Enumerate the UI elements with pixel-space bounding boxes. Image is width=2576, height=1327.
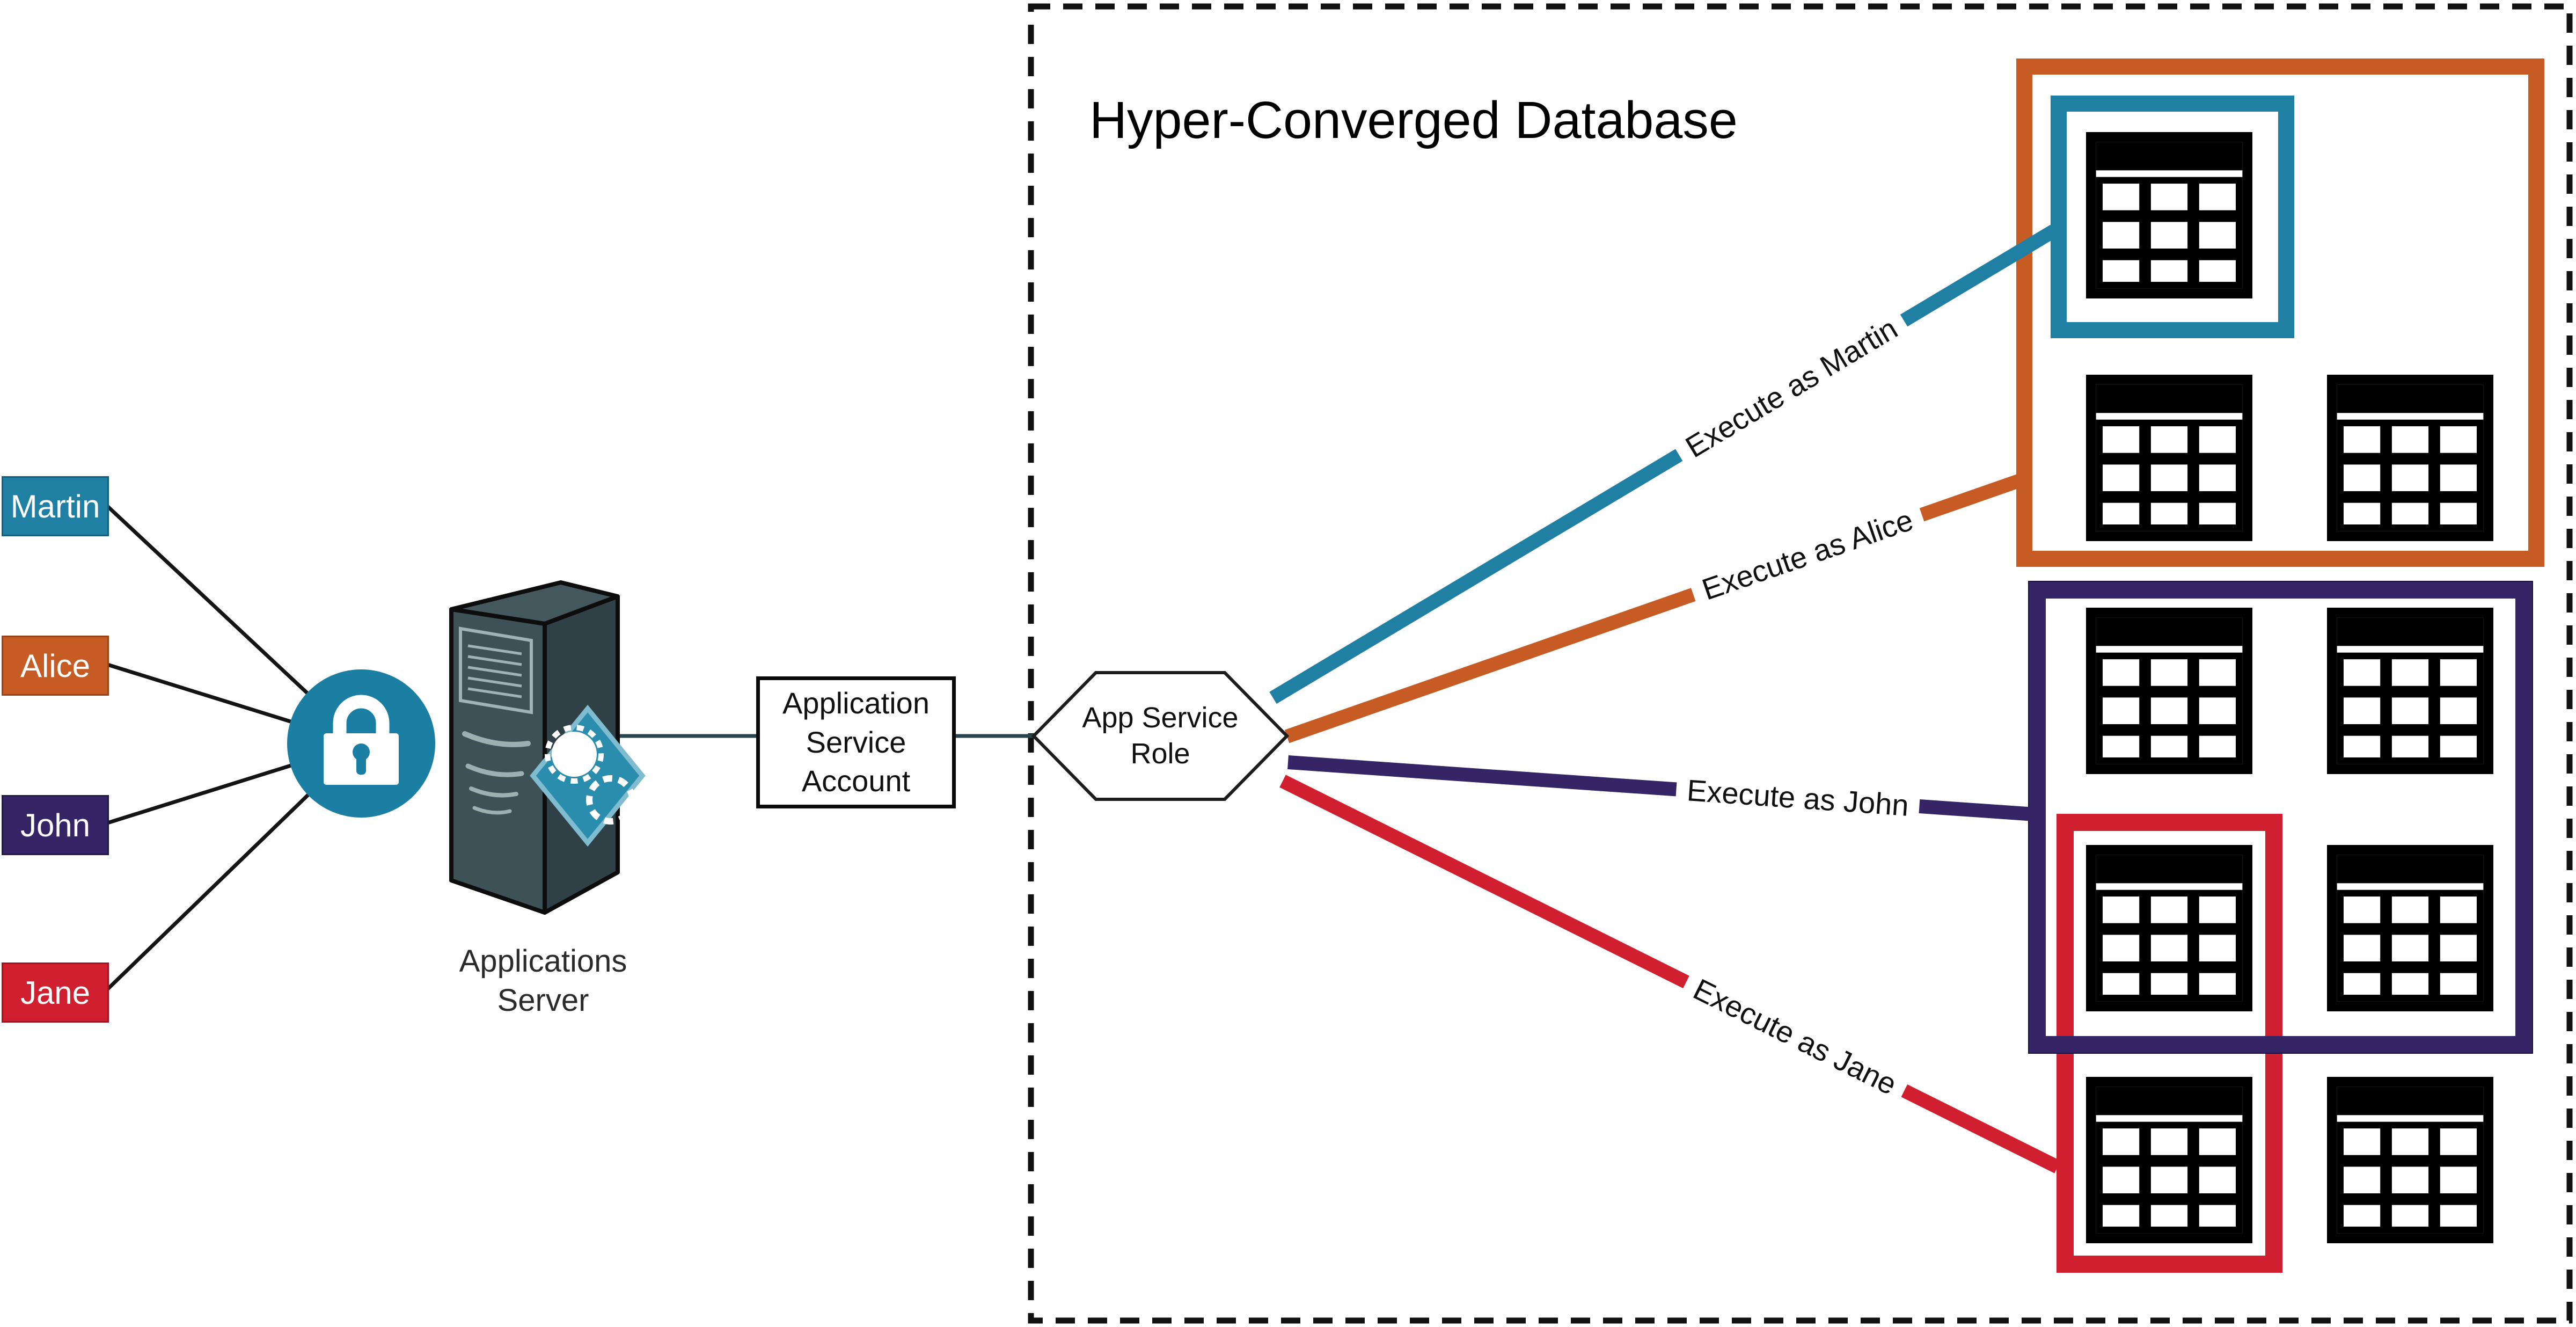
execute-line-jane bbox=[1279, 775, 2061, 1173]
database-boundary bbox=[1028, 3, 2573, 1324]
hexagon-shape bbox=[1031, 671, 1289, 801]
user-label-john: John bbox=[2, 795, 109, 855]
table-icon-red bbox=[2083, 845, 2256, 1011]
user-label-martin: Martin bbox=[2, 476, 109, 536]
gears-diamond-icon bbox=[530, 704, 646, 847]
app-service-role-label: App Service Role bbox=[1082, 701, 1239, 770]
server-tower-icon bbox=[449, 580, 646, 915]
table-icon bbox=[2324, 608, 2497, 774]
applications-server-label: Applications Server bbox=[459, 944, 627, 1018]
table-icon bbox=[2083, 375, 2256, 541]
table-icon bbox=[2324, 375, 2497, 541]
database-title: Hyper-Converged Database bbox=[1089, 91, 1738, 149]
user-label-alice: Alice bbox=[2, 636, 109, 696]
execute-line-martin bbox=[1269, 224, 2058, 704]
user-label-jane: Jane bbox=[2, 963, 109, 1023]
table-icon-martin bbox=[2083, 132, 2256, 298]
app-service-role-node: App Service Role bbox=[1031, 670, 1289, 802]
execute-line-john bbox=[1287, 755, 2036, 821]
schema-group-purple bbox=[2028, 581, 2533, 1054]
table-icon bbox=[2083, 608, 2256, 774]
lock-icon bbox=[287, 669, 435, 818]
application-service-account-node: Application Service Account bbox=[756, 676, 956, 808]
table-icon bbox=[2324, 1077, 2497, 1243]
table-icon bbox=[2324, 845, 2497, 1011]
table-icon-red-2 bbox=[2083, 1077, 2256, 1243]
